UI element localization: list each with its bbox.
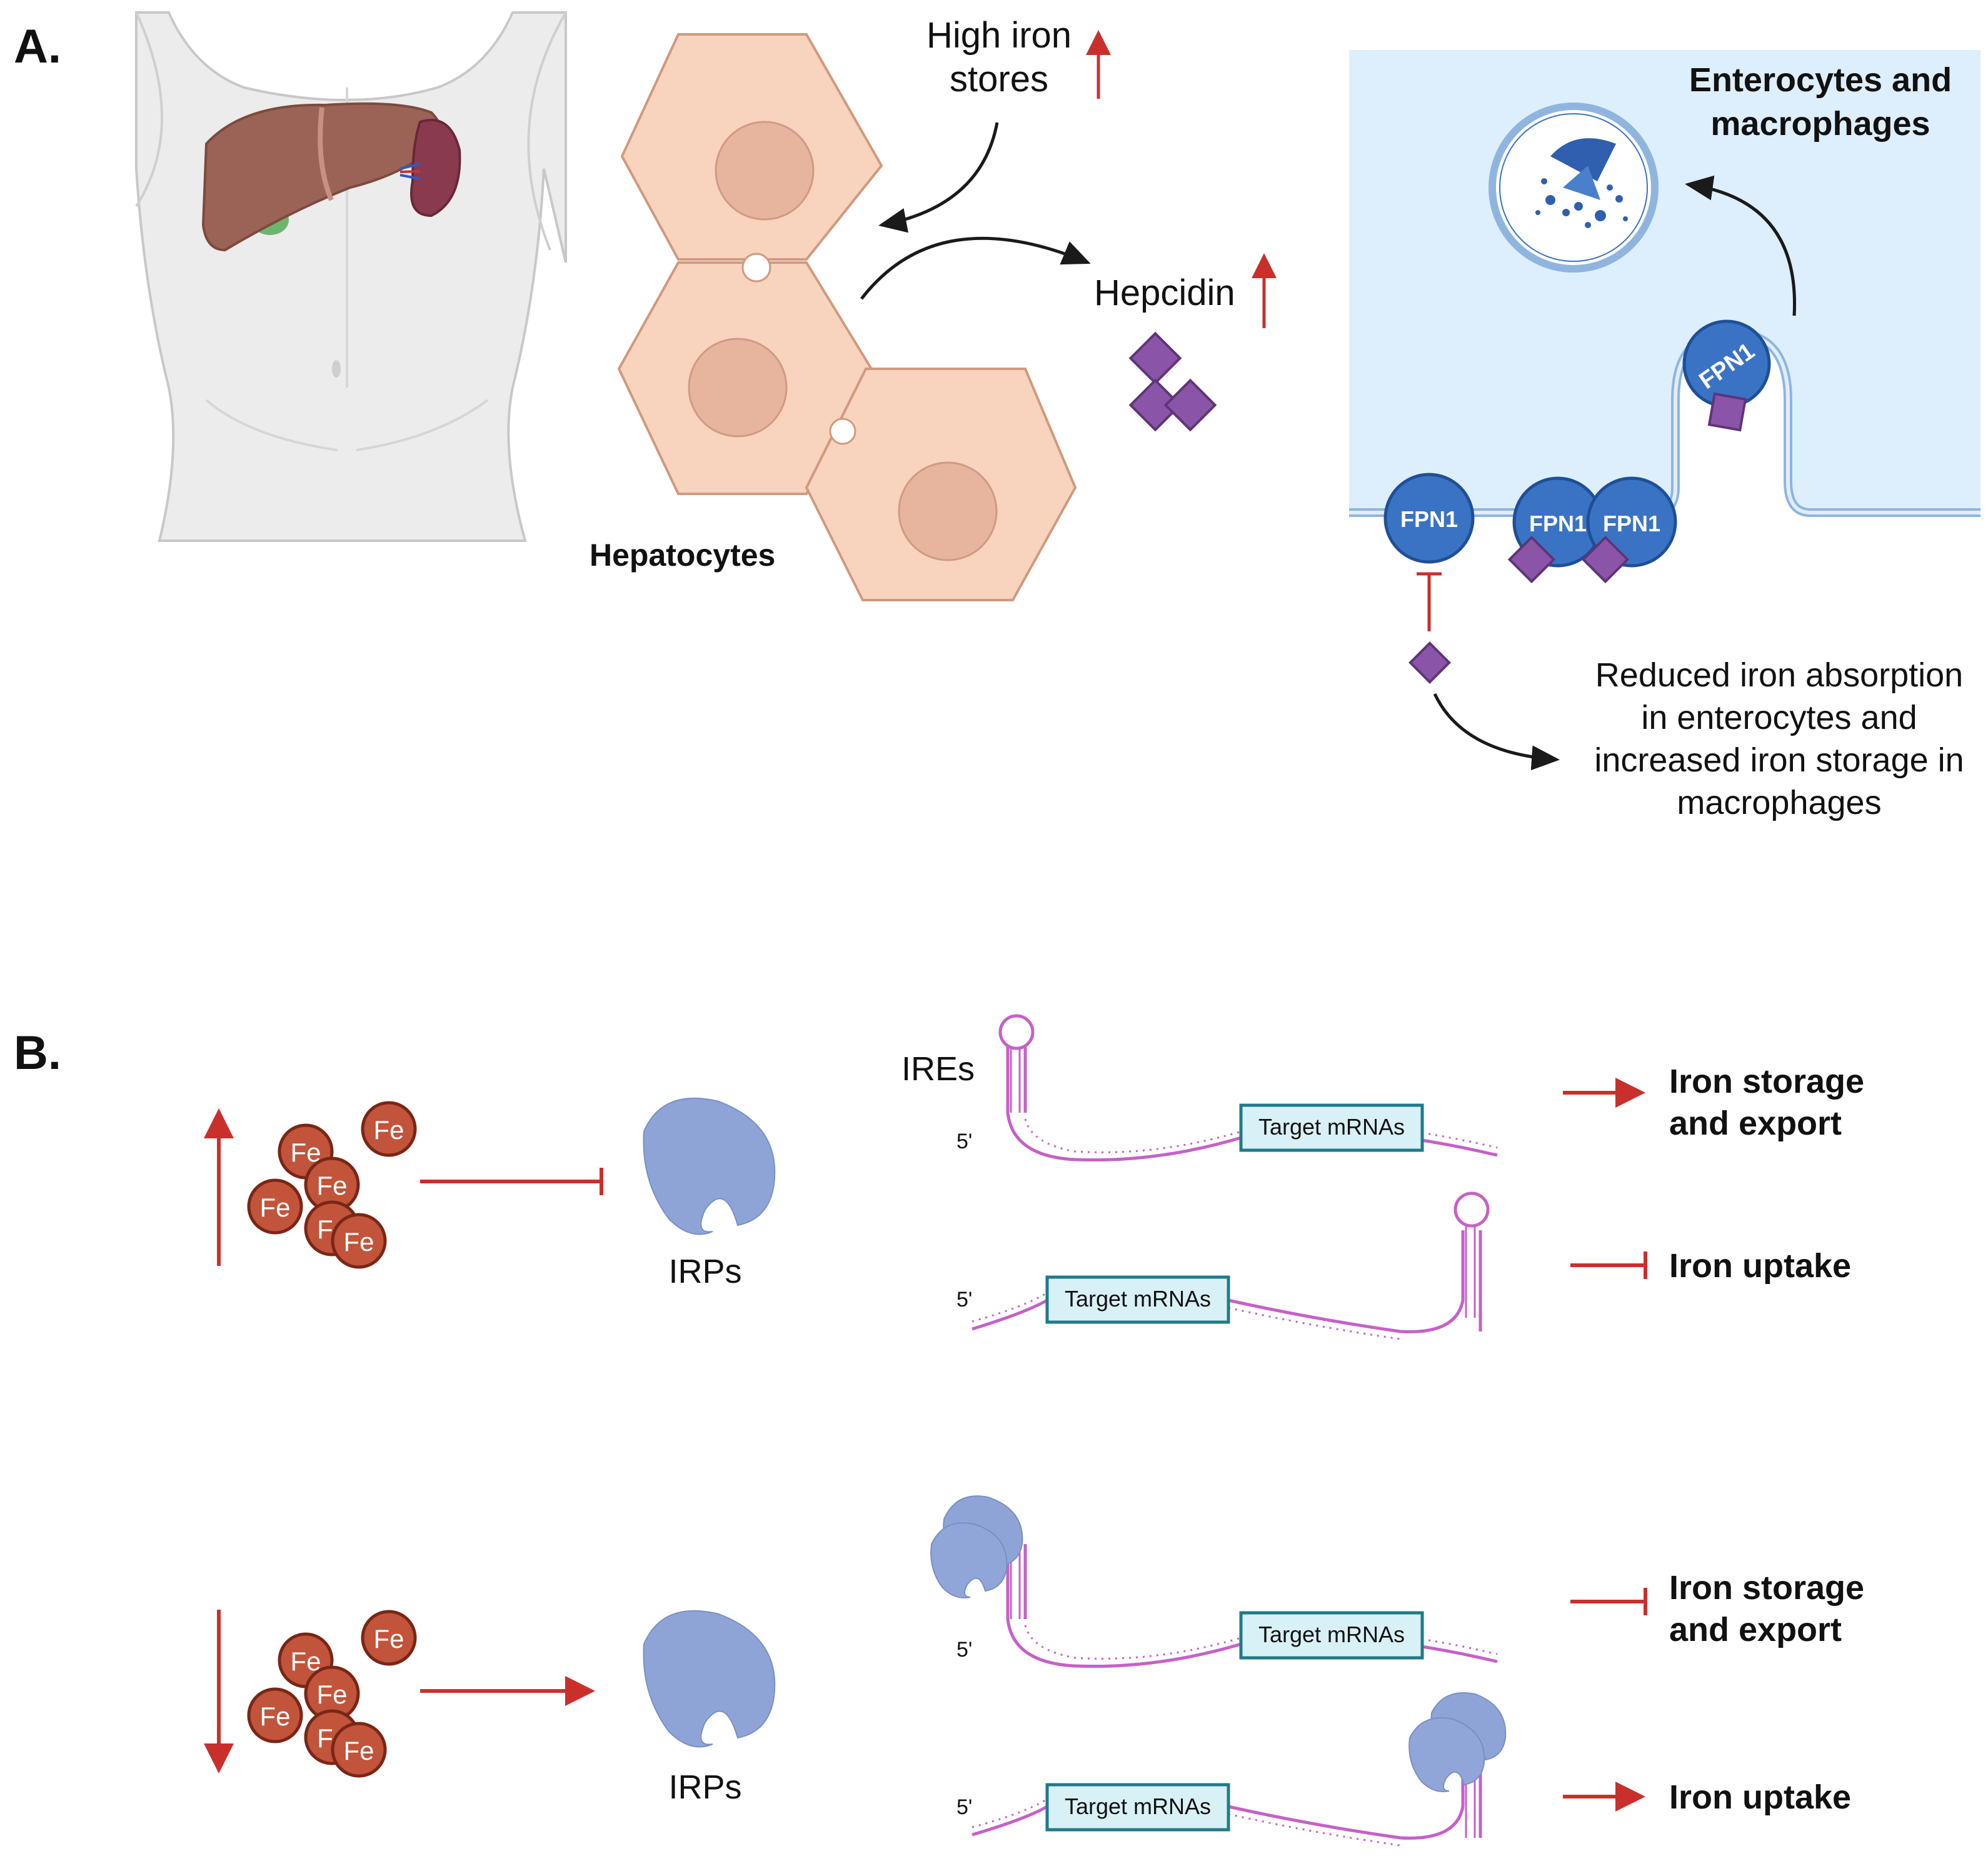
target-mrnas-label: Target mRNAs — [1258, 1114, 1405, 1140]
iron-uptake-label: Iron uptake — [1669, 1778, 1851, 1816]
fe-label-partial: F — [317, 1723, 333, 1753]
storage-export-label-line1: Iron storage — [1669, 1063, 1864, 1100]
fe-label: Fe — [259, 1702, 290, 1731]
fe-label: Fe — [290, 1138, 321, 1167]
irp-bound-icon — [930, 1495, 1023, 1598]
fpn1-protein: FPN1 — [1682, 319, 1771, 432]
arrow-to-outcome — [1433, 693, 1560, 771]
target-mrna-box: Target mRNAs — [1045, 1275, 1230, 1324]
enterocytes-label-line2: macrophages — [1710, 105, 1930, 143]
high-iron-label-line1: High iron — [926, 15, 1072, 56]
iron-cluster-low: Fe Fe Fe Fe F Fe — [247, 1610, 417, 1778]
storage-export-label-line1: Iron storage — [1669, 1569, 1864, 1607]
high-iron-label-line2: stores — [950, 59, 1048, 99]
storage-export-label-line2: and export — [1669, 1105, 1842, 1142]
fpn1-protein: FPN1 — [1383, 473, 1475, 564]
fpn1-label: FPN1 — [1400, 506, 1458, 532]
reduced-absorption-line3: increased iron storage in — [1594, 741, 1964, 779]
target-mrna-box: Target mRNAs — [1239, 1611, 1424, 1660]
target-mrna-box: Target mRNAs — [1239, 1103, 1424, 1152]
spleen — [410, 119, 461, 218]
hepatocytes-label: Hepatocytes — [590, 538, 775, 573]
fe-label: Fe — [316, 1680, 347, 1709]
irps-label: IRPs — [668, 1768, 741, 1806]
fe-label: Fe — [343, 1227, 374, 1257]
irp-protein — [643, 1610, 776, 1748]
mrna-strand-2 — [971, 1191, 1490, 1340]
fe-label: Fe — [373, 1624, 404, 1653]
degraded-fpn1-icon — [1535, 138, 1628, 228]
five-prime-label: 5' — [956, 1288, 972, 1312]
target-mrnas-label: Target mRNAs — [1065, 1286, 1211, 1312]
fe-label: Fe — [343, 1736, 374, 1765]
five-prime-label: 5' — [956, 1130, 972, 1153]
hepcidin-molecule — [1408, 641, 1451, 684]
panel-a-label: A. — [14, 20, 61, 73]
target-mrna-box: Target mRNAs — [1045, 1783, 1230, 1832]
target-mrnas-label: Target mRNAs — [1065, 1793, 1211, 1819]
fe-label: Fe — [316, 1171, 347, 1200]
fpn1-label: FPN1 — [1603, 511, 1660, 536]
fe-label-partial: F — [317, 1215, 333, 1244]
irp-bound-icon — [1408, 1692, 1507, 1792]
arrow-to-hepcidin — [860, 236, 1091, 300]
fpn1-label: FPN1 — [1529, 511, 1587, 536]
five-prime-label: 5' — [956, 1795, 972, 1819]
fe-label: Fe — [373, 1115, 404, 1145]
panel-b-label: B. — [14, 1026, 61, 1080]
fe-label: Fe — [290, 1647, 321, 1676]
reduced-absorption-line1: Reduced iron absorption — [1595, 656, 1963, 694]
iron-uptake-label: Iron uptake — [1669, 1247, 1851, 1285]
iron-cluster-high: Fe Fe Fe Fe F Fe — [247, 1101, 417, 1269]
irps-label: IRPs — [668, 1253, 741, 1290]
storage-export-label-line2: and export — [1669, 1611, 1842, 1648]
target-mrnas-label: Target mRNAs — [1258, 1622, 1405, 1647]
five-prime-label: 5' — [956, 1638, 972, 1662]
fpn1-protein: FPN1 — [1581, 476, 1677, 584]
torso-silhouette — [135, 11, 567, 542]
arrow-to-hepatocytes — [878, 122, 999, 233]
hepcidin-molecules — [1128, 331, 1217, 432]
fe-label: Fe — [259, 1193, 290, 1222]
arrow-to-vesicle — [1685, 175, 1797, 316]
reduced-absorption-line2: in enterocytes and — [1641, 699, 1917, 736]
irp-protein — [643, 1097, 776, 1235]
enterocytes-label-line1: Enterocytes and — [1689, 61, 1952, 99]
reduced-absorption-line4: macrophages — [1677, 784, 1881, 821]
hepatocytes-cluster — [617, 33, 1077, 601]
ires-label: IREs — [901, 1050, 975, 1088]
torso-illustration — [135, 11, 567, 542]
fpn1-protein: FPN1 — [1507, 476, 1604, 584]
hepcidin-label: Hepcidin — [1094, 273, 1235, 313]
